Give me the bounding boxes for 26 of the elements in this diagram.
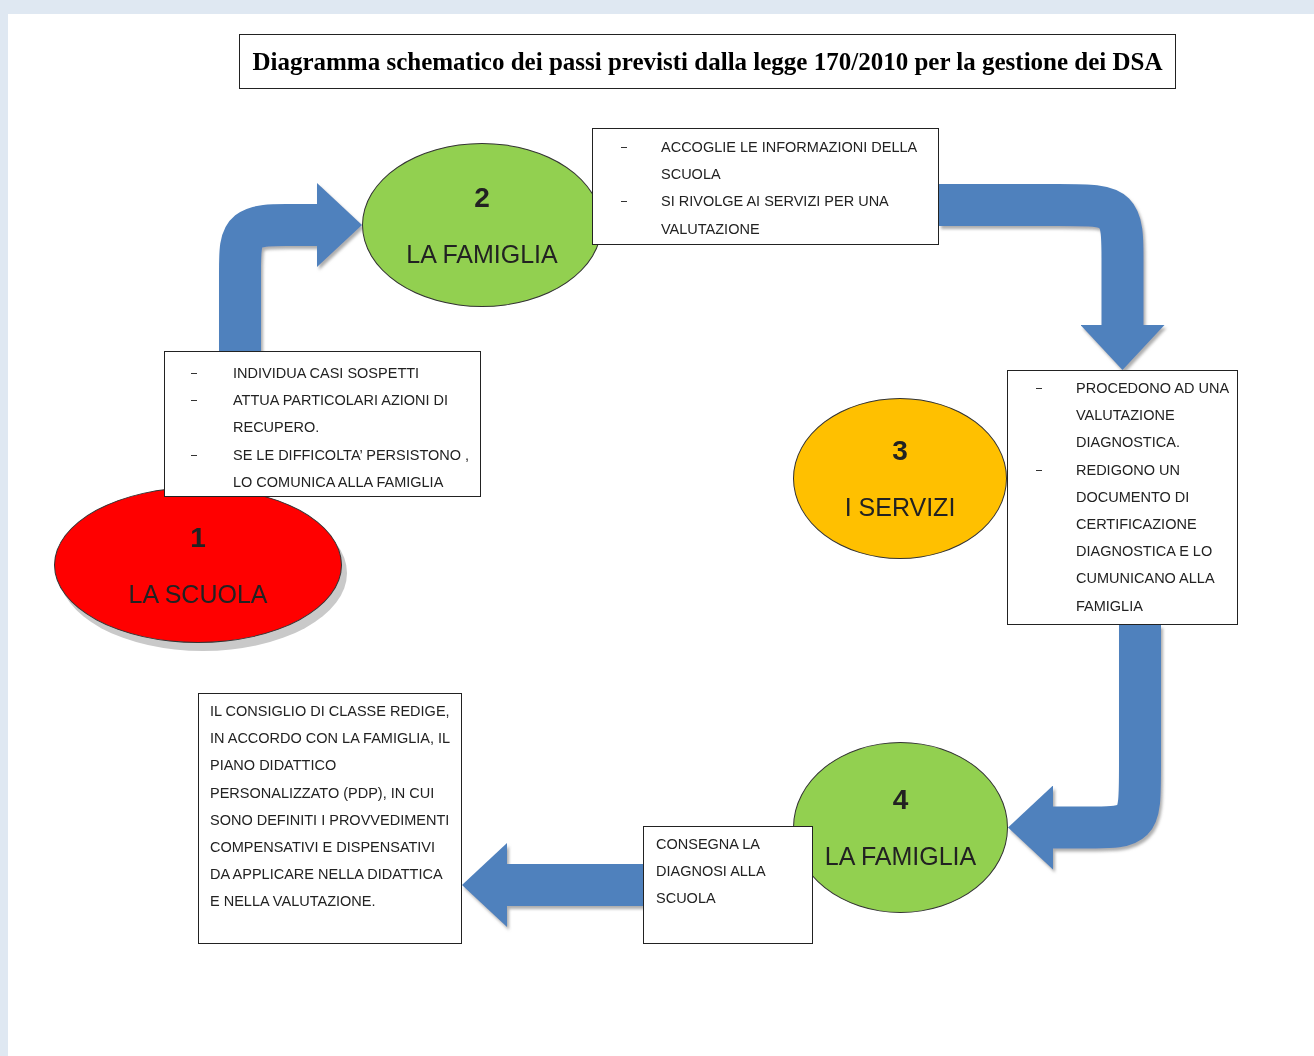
step-number: 4 bbox=[892, 784, 909, 816]
note-text: REDIGONO UN DOCUMENTO DI CERTIFICAZIONE DIAGNOSTICA E LO CUMUNICANO ALLA FAMIGLIA bbox=[1076, 461, 1214, 614]
note-box bbox=[592, 128, 939, 245]
step-label: LA FAMIGLIA bbox=[824, 842, 977, 871]
step-number: 1 bbox=[190, 521, 206, 554]
step-label: LA FAMIGLIA bbox=[406, 239, 558, 269]
step-number: 3 bbox=[892, 435, 908, 467]
note-text: SE LE DIFFICOLTA’ PERSISTONO , LO COMUNICA ALLA FAMIGLIA bbox=[233, 446, 470, 490]
note-text: IL CONSIGLIO DI CLASSE REDIGE, IN ACCORDO CON LA FAMIGLIA, IL PIANO DIDATTICO PERSONALIZZATO (PDP), IN CUI SONO DEFINITI I PROVVEDIMENTI COMPENSATIVI E DISPENSATIVI DA APPLICARE NELLA DIDATTICA E NELLA VALUTAZIONE. bbox=[210, 703, 450, 910]
block-arrow bbox=[462, 843, 643, 927]
note-box bbox=[198, 693, 462, 944]
note-text: PROCEDONO AD UNA VALUTAZIONE DIAGNOSTICA. bbox=[1076, 380, 1229, 451]
step-number: 2 bbox=[474, 181, 490, 214]
step-label: I SERVIZI bbox=[844, 493, 956, 522]
note-text: SI RIVOLGE AI SERVIZI PER UNA VALUTAZIONE bbox=[661, 193, 888, 237]
note-text: CONSEGNA LA DIAGNOSI ALLA SCUOLA bbox=[656, 836, 765, 907]
block-arrow bbox=[939, 184, 1165, 370]
note-text: INDIVIDUA CASI SOSPETTI bbox=[233, 365, 420, 381]
note-box bbox=[164, 351, 481, 497]
block-arrow bbox=[1008, 625, 1161, 870]
note-box bbox=[1007, 370, 1238, 625]
diagram-title: Diagramma schematico dei passi previsti dalla legge 170/2010 per la gestione dei DSA bbox=[239, 34, 1176, 89]
step-label: LA SCUOLA bbox=[128, 579, 268, 609]
note-text: ACCOGLIE LE INFORMAZIONI DELLA SCUOLA bbox=[661, 139, 917, 183]
note-box bbox=[643, 826, 813, 944]
note-text: ATTUA PARTICOLARI AZIONI DI RECUPERO. bbox=[233, 392, 449, 436]
